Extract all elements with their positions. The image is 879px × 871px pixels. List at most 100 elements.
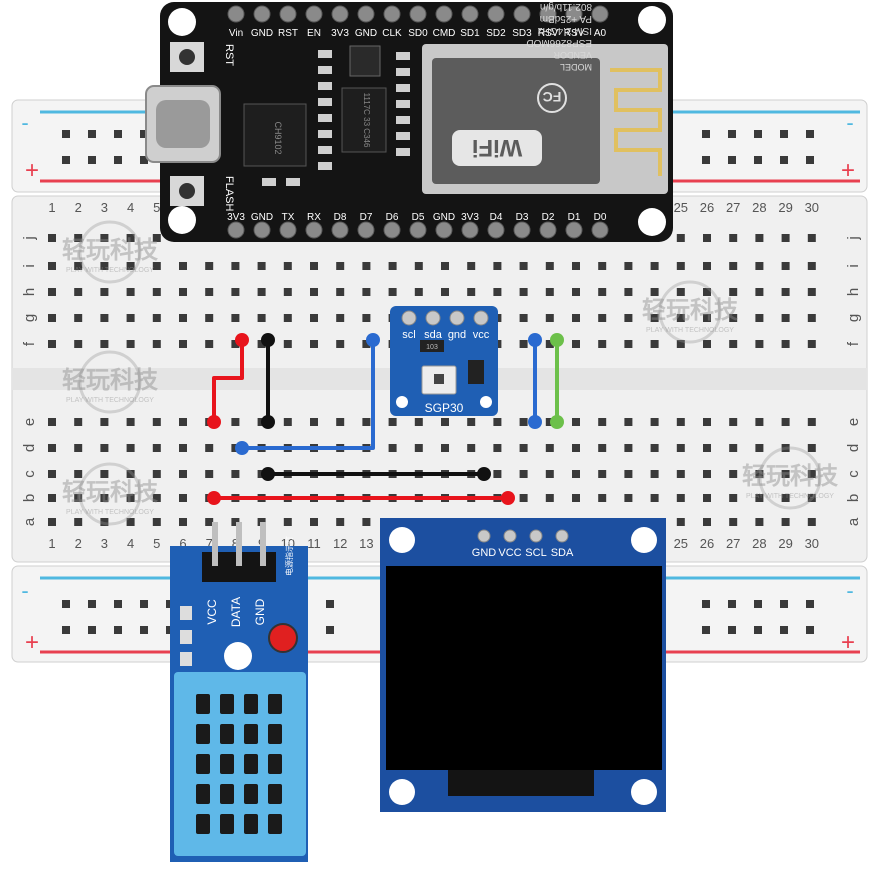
rail-hole (728, 626, 736, 634)
breadboard-hole (179, 418, 187, 426)
breadboard-hole (179, 262, 187, 270)
breadboard-hole (807, 418, 816, 426)
breadboard-hole (126, 444, 135, 452)
breadboard-hole (493, 444, 502, 452)
vent-slot (244, 754, 258, 774)
rail-hole (780, 130, 788, 138)
flash-label: FLASH (223, 176, 235, 212)
rail-hole (702, 626, 710, 634)
breadboard-hole (257, 262, 266, 270)
breadboard-hole (48, 288, 56, 296)
smd-component (318, 98, 332, 106)
watermark-subtext: PLAY WITH TECHNOLOGY (646, 327, 734, 334)
breadboard-hole (467, 288, 476, 296)
watermark-text: 轻玩科技 (62, 366, 159, 394)
black-wire-end (261, 333, 275, 347)
voltage-regulator (341, 87, 387, 153)
column-number: 27 (726, 536, 740, 551)
blue-wire-end (528, 415, 542, 429)
breadboard-hole (100, 262, 109, 270)
rail-hole (754, 130, 762, 138)
row-letter: j (21, 236, 38, 240)
breadboard-hole (48, 262, 56, 270)
breadboard-hole (179, 470, 187, 478)
breadboard-hole (310, 314, 318, 322)
black-wire-end (261, 415, 275, 429)
fcc-logo-ring (537, 83, 567, 113)
esp-pin-label: RX (307, 212, 321, 223)
red-wire-end (207, 415, 221, 429)
watermark-text: 轻玩科技 (642, 296, 739, 324)
breadboard-hole (283, 314, 292, 322)
dht11-resistor (180, 606, 192, 620)
breadboard-hole (676, 288, 685, 296)
esp-pin-label: CLK (382, 28, 402, 39)
column-number: 4 (127, 536, 134, 551)
sgp30-pcb (390, 306, 498, 416)
rail-hole (780, 600, 788, 608)
rail-hole (114, 626, 122, 634)
red-wire-end (235, 333, 249, 347)
breadboard-hole (231, 340, 240, 348)
mount-hole (638, 6, 666, 34)
rail-hole (62, 130, 70, 138)
breadboard-hole (807, 314, 816, 322)
esp-pin-label: GND (433, 212, 455, 223)
breadboard-hole (650, 444, 659, 452)
column-number: 8 (232, 536, 239, 551)
breadboard-hole (624, 262, 633, 270)
rail-hole (140, 600, 148, 608)
sgp30-pin-label: scl (402, 329, 415, 341)
breadboard-hole (362, 418, 371, 426)
breadboard-hole (650, 262, 659, 270)
column-number: 26 (700, 200, 714, 215)
breadboard-hole (676, 262, 685, 270)
flash-button-cap (179, 183, 195, 199)
breadboard-hole (48, 340, 56, 348)
breadboard-hole (545, 470, 554, 478)
esp-pin (305, 221, 323, 239)
esp-pin-label: D0 (594, 212, 607, 223)
breadboard-hole (781, 262, 790, 270)
watermark-ring (78, 220, 142, 284)
oled-mount-hole (631, 779, 657, 805)
breadboard-hole (414, 418, 423, 426)
fcc-logo: FC (543, 89, 562, 105)
rail-hole (702, 600, 710, 608)
breadboard-hole (650, 340, 659, 348)
vent-slot (220, 754, 234, 774)
blue-wire-end (528, 333, 542, 347)
row-letter: c (845, 470, 862, 478)
column-number: 30 (805, 200, 819, 215)
oled-pin-label: SCL (525, 547, 546, 559)
dht11-module: VCC DATA GND 电源指示灯 (170, 522, 308, 862)
breadboard-hole (729, 418, 738, 426)
esp-pin-label: GND (251, 212, 273, 223)
watermark-text: 轻玩科技 (62, 236, 159, 264)
smd-component (396, 116, 410, 124)
breadboard-hole (205, 288, 214, 296)
chip-text-part: ESP8266MOD (526, 37, 592, 48)
breadboard-hole (755, 314, 764, 322)
watermark-text: 轻玩科技 (742, 462, 839, 490)
esp-pin (565, 5, 583, 23)
vent-slot (196, 784, 210, 804)
breadboard-hole (48, 418, 56, 426)
esp-pin-label: D3 (516, 212, 529, 223)
esp-pin (539, 221, 557, 239)
breadboard-hole (781, 494, 790, 502)
watermark-ring (78, 350, 142, 414)
watermark-ring (758, 446, 822, 510)
dht11-pin-data: DATA (229, 597, 243, 627)
breadboard-hole (781, 288, 790, 296)
esp-pin-label: RST (278, 28, 298, 39)
breadboard-hole (441, 444, 449, 452)
breadboard-hole (48, 234, 56, 242)
breadboard-hole (336, 262, 345, 270)
esp-pin-label: D1 (568, 212, 581, 223)
bottom-rail-minus-right: - (846, 578, 853, 603)
breadboard-hole (100, 518, 109, 526)
antenna-trace (610, 68, 662, 176)
